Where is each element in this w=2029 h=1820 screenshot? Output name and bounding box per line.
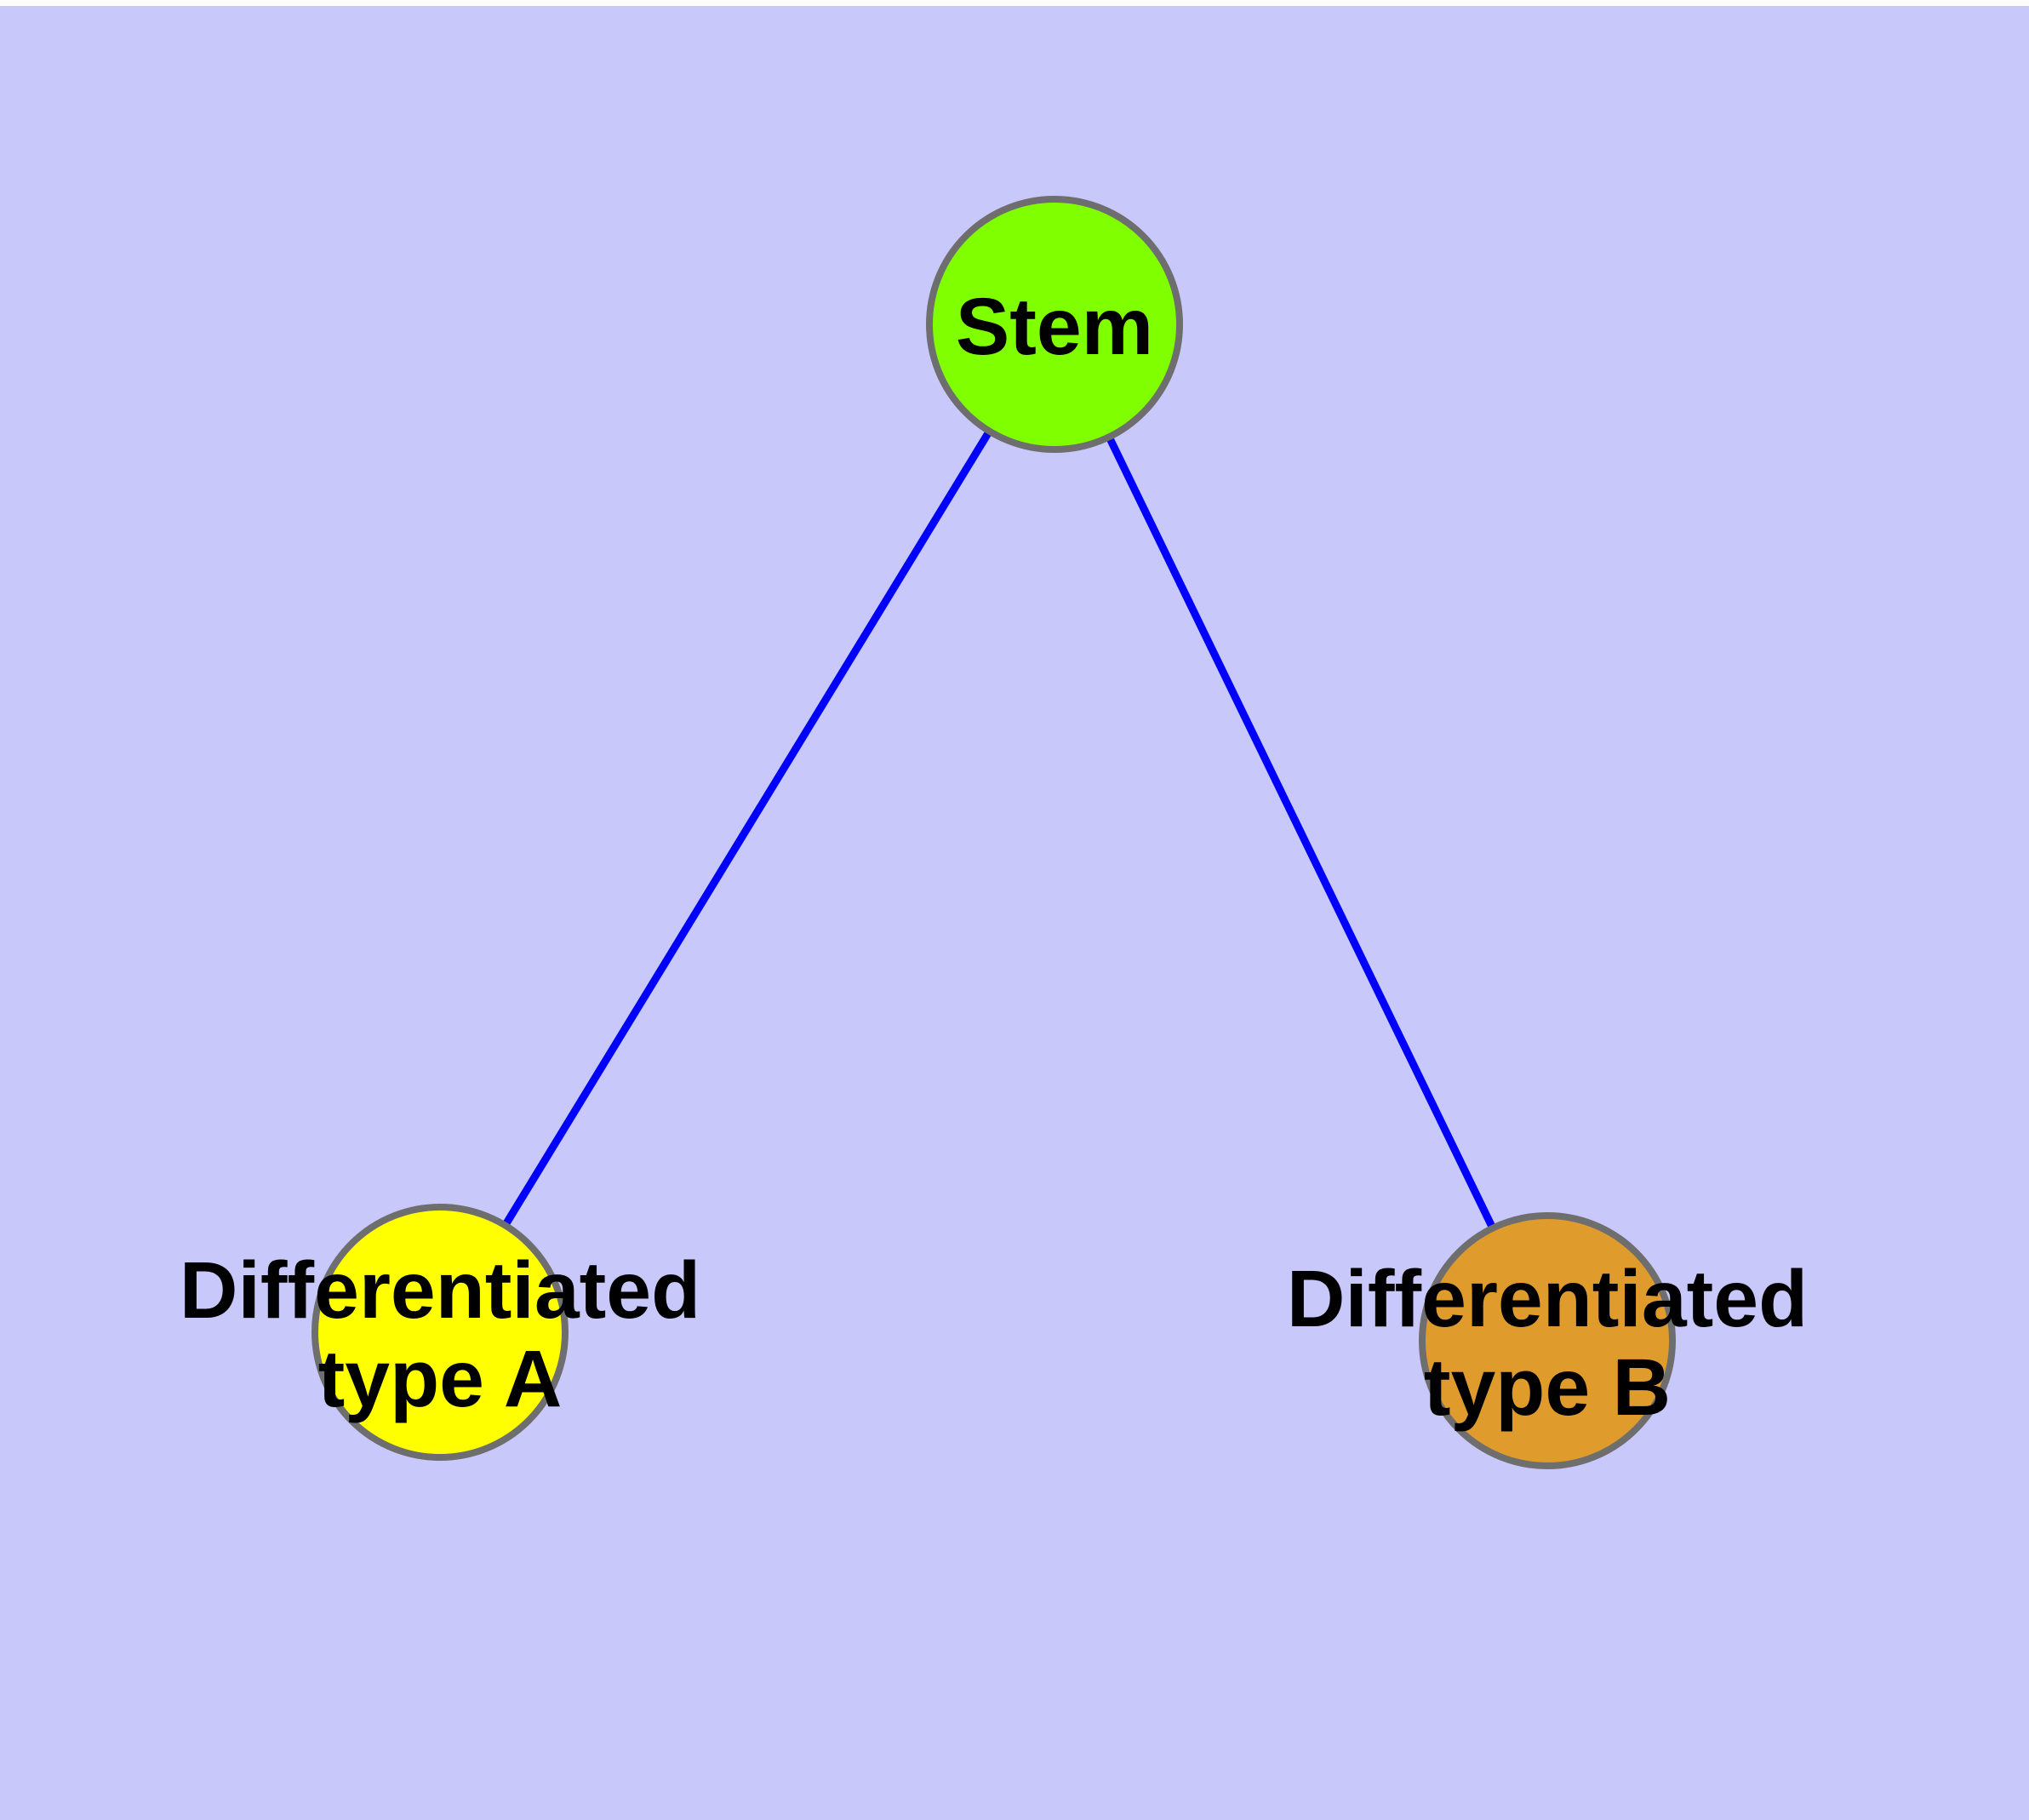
node-stem[interactable] [926,196,1183,453]
edge-stem-diff-a [437,322,1058,1335]
node-differentiated-type-a[interactable] [311,1204,569,1461]
nodes-layer [311,196,1676,1469]
node-differentiated-type-b[interactable] [1419,1212,1676,1469]
edge-stem-diff-b [1050,323,1552,1342]
graph-canvas [311,196,1676,1469]
edges-layer [437,322,1552,1342]
diagram-background: Stem Differentiated type A Differentiate… [0,6,2029,1820]
